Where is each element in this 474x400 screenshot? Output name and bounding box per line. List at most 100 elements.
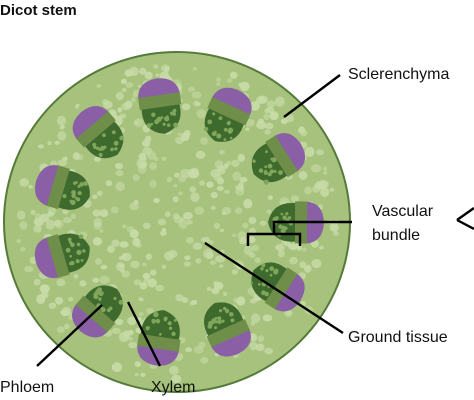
ground-cell <box>181 297 189 304</box>
ground-cell <box>102 99 109 105</box>
ground-cell <box>157 218 167 226</box>
phloem <box>137 333 181 352</box>
ground-cell <box>155 73 160 77</box>
ground-cell <box>163 66 170 73</box>
ground-cell <box>191 299 198 305</box>
ground-cell <box>24 265 34 273</box>
ground-cell <box>16 239 21 244</box>
vascular-bundle <box>138 78 182 134</box>
ground-cell <box>226 160 232 166</box>
xylem-vessel <box>212 112 216 116</box>
ground-cell <box>62 217 72 224</box>
phloem-leader-line <box>36 304 103 367</box>
xylem-vessel <box>214 326 218 330</box>
ground-cell <box>126 226 135 233</box>
ground-cell <box>70 213 76 220</box>
xylem-vessel <box>273 269 279 275</box>
ground-cell <box>231 269 238 275</box>
ground-cell <box>333 231 339 236</box>
ground-cell <box>139 161 148 168</box>
xylem-vessel <box>98 152 103 157</box>
ground-cell <box>145 253 152 260</box>
ground-cell <box>57 131 67 141</box>
xylem <box>251 262 289 303</box>
ground-cell <box>53 219 61 227</box>
sclerenchyma-cap <box>35 165 60 207</box>
ground-cell <box>232 233 237 238</box>
ground-cell <box>252 244 260 252</box>
xylem-vessel <box>114 147 118 151</box>
ground-cell <box>161 227 167 232</box>
ground-cell <box>172 196 179 203</box>
ground-cell <box>115 163 121 168</box>
xylem-vessel <box>111 130 116 135</box>
xylem-vessel <box>275 216 279 220</box>
ground-cell <box>92 209 102 217</box>
xylem-vessel <box>78 234 84 239</box>
xylem-vessel <box>151 112 156 117</box>
ground-cell <box>216 82 221 86</box>
ground-cell <box>124 100 133 109</box>
ground-cell <box>262 314 273 322</box>
ground-cell <box>56 115 67 126</box>
ground-cell <box>115 92 124 100</box>
ground-cell <box>100 264 108 270</box>
sclerenchyma-leader-line <box>283 74 341 118</box>
ground-cell <box>138 312 144 316</box>
ground-cell <box>164 211 171 218</box>
ground-cell <box>329 187 335 192</box>
ground-cell <box>119 113 127 119</box>
ground-cell <box>304 186 312 195</box>
xylem-vessel <box>154 119 160 125</box>
xylem-vessel <box>287 216 292 220</box>
xylem-vessel <box>145 326 150 331</box>
ground-cell <box>146 307 154 314</box>
xylem-vessel <box>110 147 114 151</box>
ground-cell <box>296 244 303 251</box>
xylem-vessel <box>83 181 88 186</box>
xylem-vessel <box>229 136 233 140</box>
xylem-vessel <box>169 111 174 116</box>
ground-cell <box>99 275 110 284</box>
ground-cell <box>278 250 285 258</box>
xylem-vessel <box>71 193 76 199</box>
ground-cell <box>288 243 299 251</box>
ground-cell <box>219 150 225 155</box>
ground-cell <box>16 210 26 220</box>
ground-cell <box>55 296 64 305</box>
ground-cell <box>217 166 226 175</box>
xylem-vessel <box>77 184 81 188</box>
ground-cell <box>28 184 33 189</box>
ground-cell <box>302 247 307 252</box>
xylem-vessel <box>66 249 70 253</box>
xylem-vessel <box>155 318 161 324</box>
xylem-vessel <box>70 199 76 206</box>
ground-cell <box>121 88 127 92</box>
ground-cell <box>274 244 283 251</box>
ground-cell <box>191 91 202 99</box>
xylem-vessel <box>150 122 154 126</box>
xylem-vessel <box>119 135 124 141</box>
ground-cell <box>134 361 141 368</box>
ground-cell <box>30 209 36 216</box>
xylem-vessel <box>263 170 268 176</box>
ground-cell <box>133 199 139 205</box>
ground-cell <box>142 222 151 230</box>
ground-cell <box>263 113 270 121</box>
xylem-vessel <box>166 123 171 128</box>
label-vascular-line2: bundle <box>372 227 420 244</box>
ground-cell <box>264 347 273 355</box>
xylem-vessel <box>258 283 261 286</box>
ground-cell <box>203 236 210 242</box>
ground-cell <box>311 258 322 269</box>
ground-cell <box>99 229 104 233</box>
ground-cell <box>229 71 238 80</box>
ground-cell <box>180 168 191 179</box>
ground-cell <box>303 264 312 273</box>
ground-cell <box>189 186 197 193</box>
ground-cell <box>184 255 191 261</box>
ground-cell <box>171 374 182 384</box>
ground-cell <box>323 171 328 175</box>
vascular-bundle <box>204 302 251 357</box>
